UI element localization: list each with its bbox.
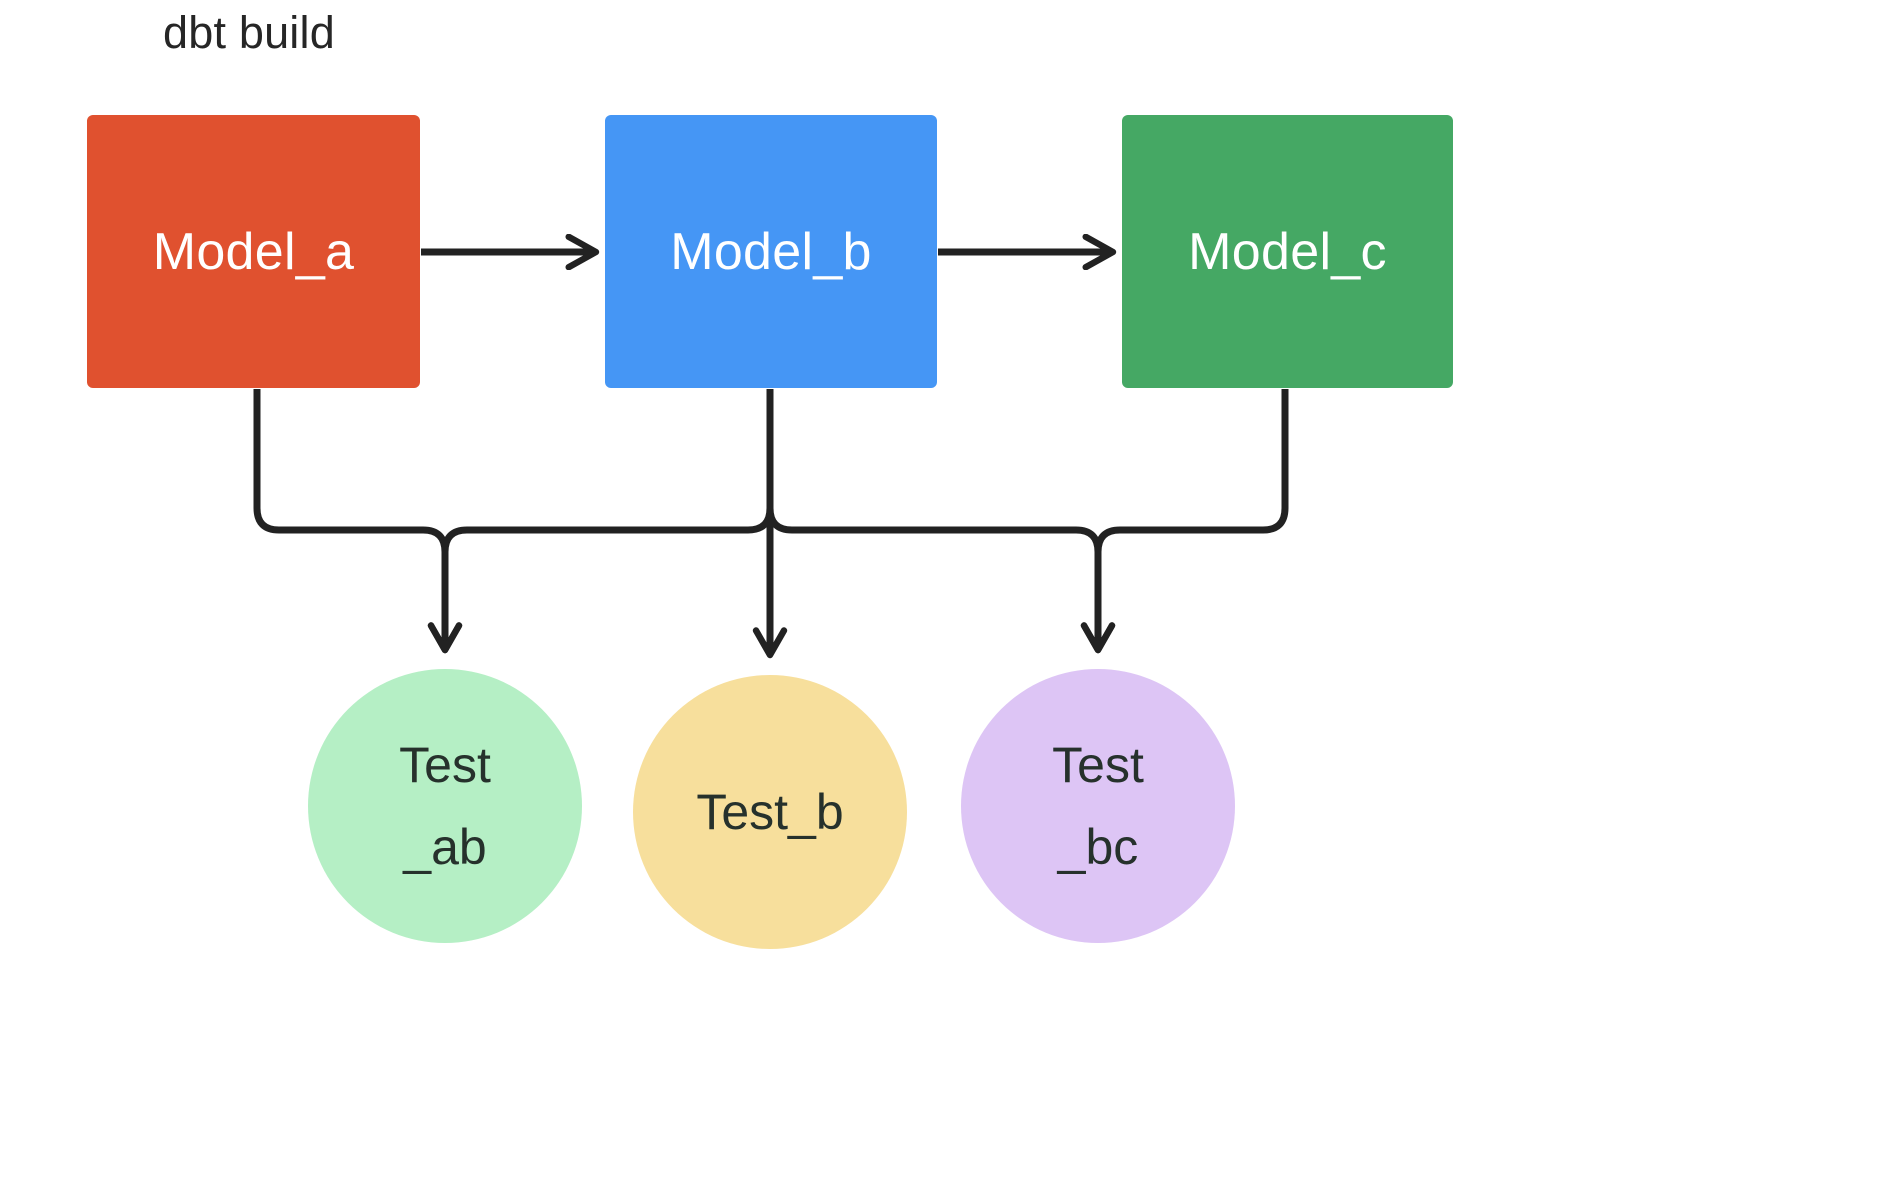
diagram-title: dbt build xyxy=(163,7,335,58)
node-test-b-label: Test_b xyxy=(696,783,844,840)
node-model-c-label: Model_c xyxy=(1188,222,1387,281)
node-model-c[interactable]: Model_c xyxy=(1122,115,1453,388)
edge-model-b-to-test-bc xyxy=(766,389,1116,654)
node-test-b[interactable]: Test_b xyxy=(633,675,907,949)
node-test-bc[interactable]: Test _bc xyxy=(961,669,1235,943)
node-model-b-label: Model_b xyxy=(670,222,872,281)
edge-model-a-to-test-ab xyxy=(253,389,463,654)
edge-model-b-to-test-ab xyxy=(427,389,774,654)
node-model-a[interactable]: Model_a xyxy=(87,115,420,388)
node-model-b[interactable]: Model_b xyxy=(605,115,937,388)
node-model-a-label: Model_a xyxy=(152,222,355,281)
node-test-ab-label: Test _ab xyxy=(399,736,491,876)
node-test-bc-label: Test _bc xyxy=(1052,736,1144,876)
edge-model-c-to-test-bc xyxy=(1080,389,1289,654)
node-test-ab[interactable]: Test _ab xyxy=(308,669,582,943)
